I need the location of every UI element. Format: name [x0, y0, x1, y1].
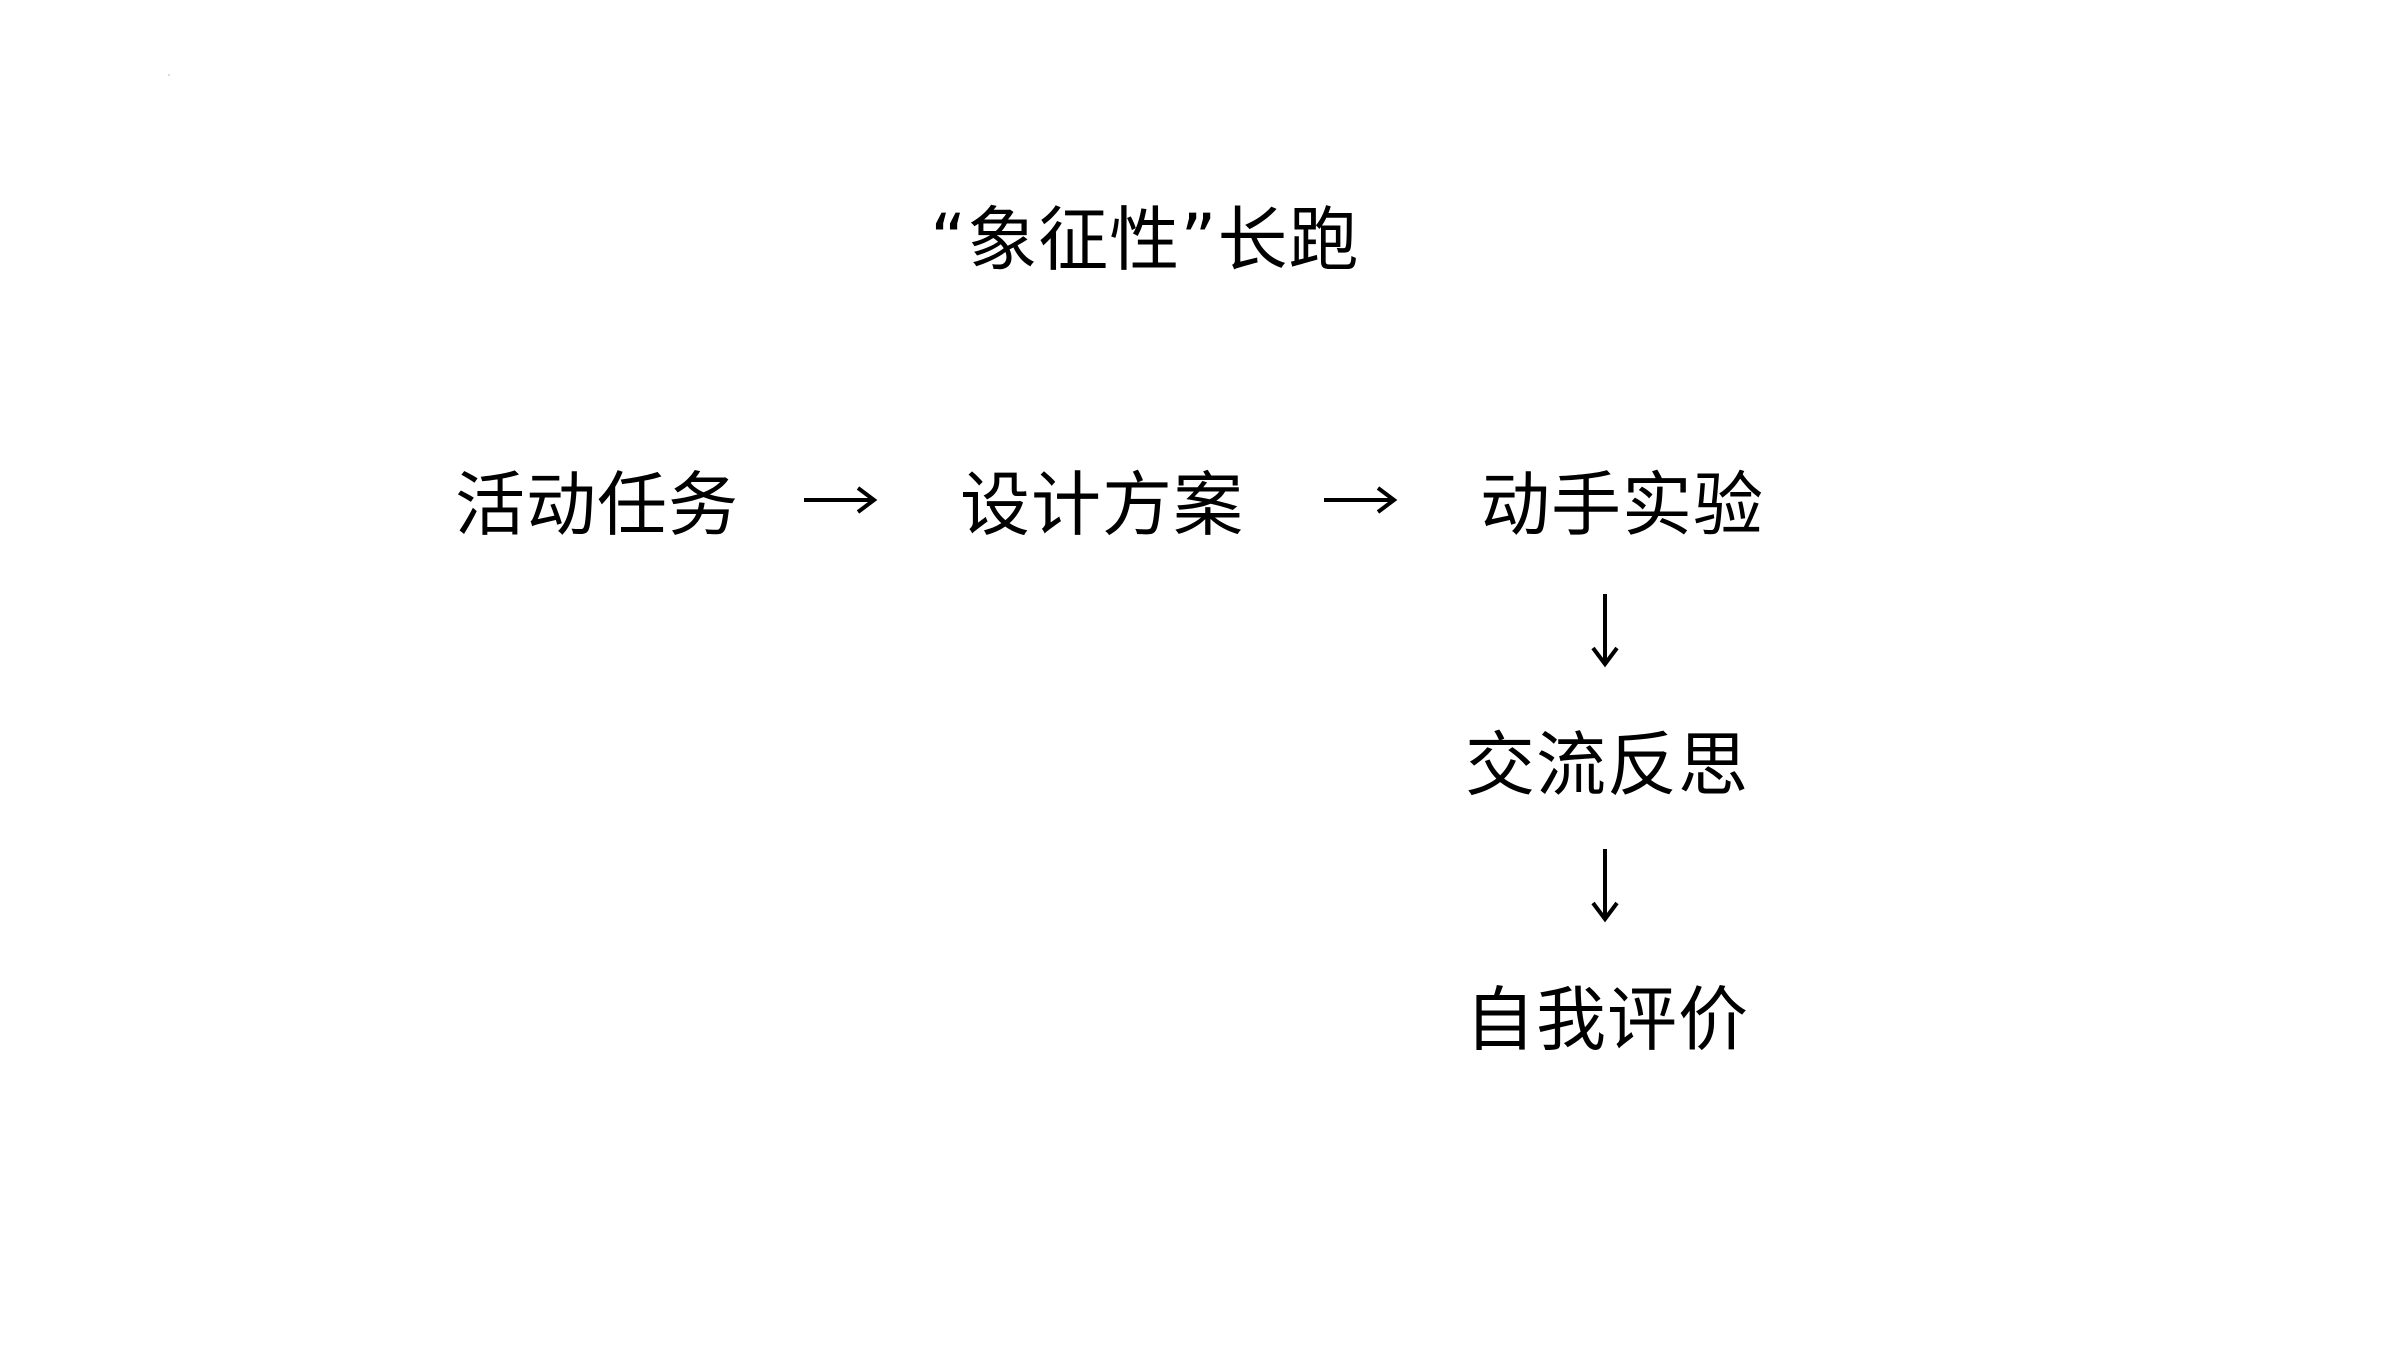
slide-title: “象征性”长跑 — [930, 199, 1360, 281]
step-hands-on-experiment: 动手实验 — [1480, 464, 1764, 546]
step-exchange-reflection: 交流反思 — [1465, 724, 1749, 806]
arrow-right-icon — [804, 486, 878, 514]
step-self-evaluation: 自我评价 — [1465, 979, 1749, 1061]
arrow-right-icon — [1324, 486, 1398, 514]
step-activity-task: 活动任务 — [455, 464, 739, 546]
decorative-dot — [168, 74, 170, 76]
arrow-down-icon — [1591, 849, 1619, 923]
step-design-plan: 设计方案 — [960, 464, 1244, 546]
arrow-down-icon — [1591, 594, 1619, 668]
